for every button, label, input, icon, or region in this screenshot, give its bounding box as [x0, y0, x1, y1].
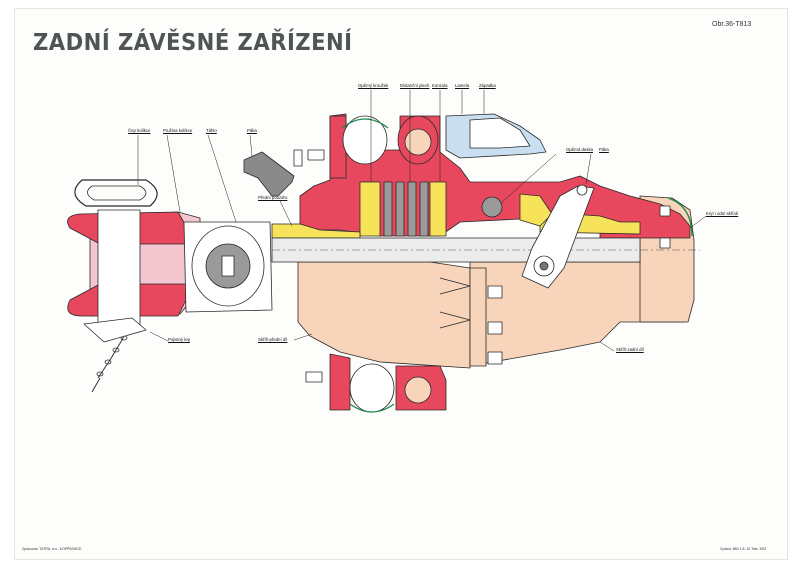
footer-publisher: Zpracoval: TATRA, a.s., KOPŘIVNICE: [22, 547, 82, 551]
label-opernej-krouzek: Opěrný kroužek: [358, 83, 389, 88]
pin-handle: [74, 179, 158, 207]
upper-pin: [404, 128, 432, 156]
rear-cover-seal: [667, 197, 693, 237]
housing-rib: [469, 267, 487, 367]
spring-clip: [83, 317, 147, 343]
label-tahlo: Táhlo: [206, 128, 217, 133]
yellow-sleeve-upper: [359, 181, 381, 237]
label-skrin-zadni-dil: Skříň-zadní díl: [616, 347, 644, 352]
lever-top: [243, 151, 295, 197]
housing-front-part: [297, 261, 471, 369]
figure-number: Obr.36-T813: [712, 21, 752, 28]
label-paka-top: Páka: [247, 128, 257, 133]
lamella-pack: [383, 181, 429, 237]
label-pruzina-kolikce: Pružina kolíkce: [163, 128, 193, 133]
lower-ring-left: [349, 363, 395, 413]
label-operna-deska: Opěrná deska: [566, 147, 593, 152]
latch-bracket: [469, 117, 531, 149]
support-plate-disc: [481, 196, 503, 218]
label-cep-kolikce: Čep kolíkce: [128, 128, 151, 133]
lower-pin: [404, 376, 432, 404]
housing-bolts: [305, 149, 671, 383]
label-predni-pouzdro: Přední pouzdro: [258, 195, 288, 200]
lower-housing-red: [329, 353, 351, 411]
upper-ring-left: [342, 115, 388, 165]
label-lamela: Lamela: [455, 83, 470, 88]
label-skrin-predni-dil: Skříň-přední díl: [258, 337, 288, 342]
upper-flange: [329, 115, 347, 179]
coupling-pin: [97, 209, 141, 331]
footer-edition: Vydání: 860 1.8. 10 Tisk: 3/92: [720, 547, 767, 551]
yellow-disc: [519, 193, 553, 227]
label-konzola: Konzola: [432, 83, 448, 88]
label-kryt-skrine: Kryt i odní skříně: [706, 211, 739, 216]
page-title: ZADNÍ ZÁVĚSNÉ ZAŘÍZENÍ: [33, 30, 353, 56]
lever-top-knob: [576, 184, 588, 196]
label-paka-right: Páka: [599, 147, 609, 152]
leader-lines: [137, 90, 707, 352]
lower-ring-arc: [349, 403, 395, 413]
yellow-sleeve-right: [429, 181, 447, 237]
upper-ring-arc: [341, 118, 389, 129]
label-distancni-plech: Distanční plech: [400, 83, 430, 88]
label-zapadka: Západka: [479, 83, 496, 88]
label-pojistny-lep: Pojistný lep: [168, 337, 190, 342]
